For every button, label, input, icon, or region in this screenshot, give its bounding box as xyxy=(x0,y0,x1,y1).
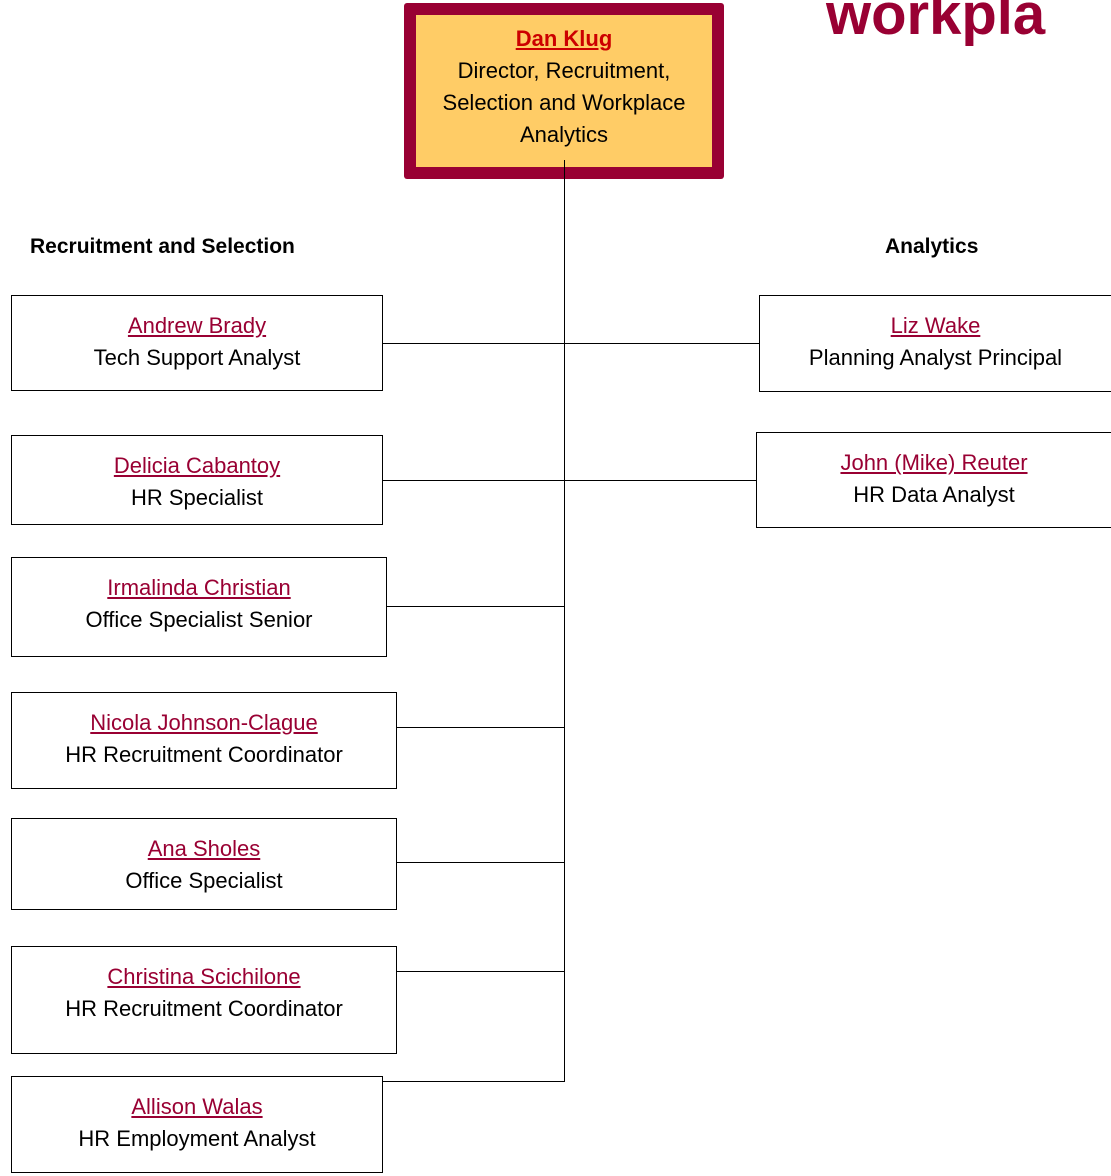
connector-allison-walas xyxy=(383,1081,565,1082)
staff-title: Office Specialist xyxy=(125,868,283,893)
connector-liz-wake xyxy=(565,343,760,344)
staff-title: Office Specialist Senior xyxy=(85,607,313,632)
staff-name-link[interactable]: Delicia Cabantoy xyxy=(113,453,281,478)
staff-name-link[interactable]: Christina Scichilone xyxy=(107,964,301,989)
connector-andrew-brady xyxy=(383,343,565,344)
staff-box-andrew-brady: Andrew Brady Tech Support Analyst xyxy=(11,295,383,391)
staff-title: HR Recruitment Coordinator xyxy=(65,742,343,767)
connector-ana-sholes xyxy=(397,862,565,863)
staff-title: HR Data Analyst xyxy=(853,482,1015,507)
staff-box-nicola-johnson-clague: Nicola Johnson-Clague HR Recruitment Coo… xyxy=(11,692,397,789)
staff-title: Planning Analyst Principal xyxy=(808,345,1063,370)
staff-title: HR Recruitment Coordinator xyxy=(65,996,343,1021)
staff-box-ana-sholes: Ana Sholes Office Specialist xyxy=(11,818,397,910)
page-title: workpla xyxy=(826,0,1046,47)
connector-nicola-johnson-clague xyxy=(397,727,565,728)
staff-name-link[interactable]: John (Mike) Reuter xyxy=(840,450,1028,475)
staff-name-link[interactable]: Nicola Johnson-Clague xyxy=(90,710,318,735)
director-title: Director, Recruitment, Selection and Wor… xyxy=(442,58,686,147)
staff-title: HR Employment Analyst xyxy=(78,1126,316,1151)
staff-name-link[interactable]: Irmalinda Christian xyxy=(107,575,291,600)
section-header-analytics: Analytics xyxy=(885,235,979,258)
staff-box-allison-walas: Allison Walas HR Employment Analyst xyxy=(11,1076,383,1173)
main-trunk-line xyxy=(564,160,565,1082)
staff-name-link[interactable]: Liz Wake xyxy=(890,313,981,338)
staff-box-liz-wake: Liz Wake Planning Analyst Principal xyxy=(759,295,1111,392)
staff-name-link[interactable]: Allison Walas xyxy=(131,1094,263,1119)
section-header-recruitment: Recruitment and Selection xyxy=(30,235,295,258)
staff-title: HR Specialist xyxy=(130,485,264,510)
connector-john-reuter xyxy=(565,480,757,481)
staff-box-christina-scichilone: Christina Scichilone HR Recruitment Coor… xyxy=(11,946,397,1054)
staff-name-link[interactable]: Ana Sholes xyxy=(147,836,261,861)
staff-box-delicia-cabantoy: Delicia Cabantoy HR Specialist xyxy=(11,435,383,525)
director-box: Dan Klug Director, Recruitment, Selectio… xyxy=(404,3,724,179)
staff-name-link[interactable]: Andrew Brady xyxy=(127,313,267,338)
staff-box-irmalinda-christian: Irmalinda Christian Office Specialist Se… xyxy=(11,557,387,657)
connector-irmalinda-christian xyxy=(387,606,565,607)
director-name-link[interactable]: Dan Klug xyxy=(515,26,613,51)
staff-title: Tech Support Analyst xyxy=(93,345,301,370)
director-card: Dan Klug Director, Recruitment, Selectio… xyxy=(416,15,712,167)
staff-box-john-reuter: John (Mike) Reuter HR Data Analyst xyxy=(756,432,1111,528)
connector-christina-scichilone xyxy=(397,971,565,972)
connector-delicia-cabantoy xyxy=(383,480,565,481)
